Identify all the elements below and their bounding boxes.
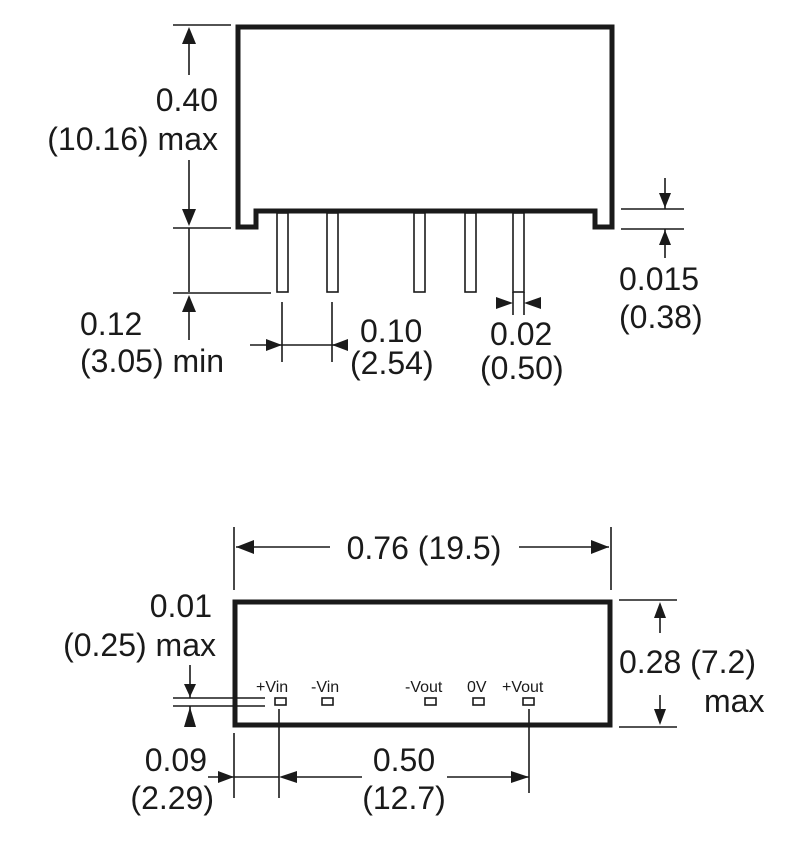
standoff-inch-label: 0.015 bbox=[619, 261, 699, 297]
pin-width-mm-label: (0.50) bbox=[480, 350, 564, 386]
pin-width-dimension: 0.02 (0.50) bbox=[480, 292, 564, 386]
pin-pitch-inch-label: 0.10 bbox=[360, 313, 422, 349]
width-label: 0.76 (19.5) bbox=[347, 530, 502, 566]
side-body-outline bbox=[235, 24, 615, 230]
standoff-dimension: 0.015 (0.38) bbox=[619, 178, 703, 335]
height-inch-label: 0.40 bbox=[156, 82, 218, 118]
depth-label-line2: max bbox=[704, 683, 764, 719]
depth-label-line1: 0.28 (7.2) bbox=[619, 644, 756, 680]
pin-offset-mm-label: (0.25) max bbox=[63, 627, 216, 663]
edge-to-pin-mm-label: (2.29) bbox=[130, 780, 214, 816]
side-pin-2 bbox=[326, 212, 339, 293]
pin-pitch-mm-label: (2.54) bbox=[350, 345, 434, 381]
standoff-mm-label: (0.38) bbox=[619, 299, 703, 335]
pin-span-inch-label: 0.50 bbox=[373, 742, 435, 778]
pin-length-inch-label: 0.12 bbox=[80, 306, 142, 342]
pin-pitch-dimension: 0.10 (2.54) bbox=[250, 302, 434, 381]
side-pin-4 bbox=[464, 212, 477, 293]
pin-label-minus-vout: -Vout bbox=[405, 679, 443, 696]
pin-offset-dimension: 0.01 (0.25) max bbox=[63, 588, 265, 727]
side-pin-1 bbox=[276, 212, 289, 293]
pin-span-dimension: 0.50 (12.7) bbox=[297, 709, 530, 816]
pin-label-plus-vout: +Vout bbox=[502, 679, 544, 696]
pin-pad-plus-vout bbox=[522, 697, 535, 706]
pin-offset-inch-label: 0.01 bbox=[150, 588, 212, 624]
pin-label-0v: 0V bbox=[467, 679, 487, 696]
height-mm-label: (10.16) max bbox=[47, 121, 218, 157]
bottom-body-outline bbox=[232, 599, 613, 728]
width-dimension: 0.76 (19.5) bbox=[233, 527, 612, 590]
pin-label-minus-vin: -Vin bbox=[311, 679, 339, 696]
pin-label-plus-vin: +Vin bbox=[256, 679, 288, 696]
pin-width-inch-label: 0.02 bbox=[490, 316, 552, 352]
bottom-view: 0.76 (19.5) +Vin -Vin -Vout 0V +Vout 0.0… bbox=[63, 527, 764, 816]
pin-pad-plus-vin bbox=[274, 697, 287, 706]
pin-length-dimension: 0.12 (3.05) min bbox=[80, 228, 271, 379]
side-pin-3 bbox=[413, 212, 426, 293]
pin-pad-0v bbox=[472, 697, 485, 706]
edge-to-pin-inch-label: 0.09 bbox=[145, 742, 207, 778]
pin-span-mm-label: (12.7) bbox=[362, 780, 446, 816]
pin-length-mm-label: (3.05) min bbox=[80, 343, 224, 379]
height-dimension: 0.40 (10.16) max bbox=[47, 24, 231, 229]
edge-to-pin-dimension: 0.09 (2.29) bbox=[130, 709, 297, 816]
side-view: 0.40 (10.16) max 0.12 (3.05) min 0.10 (2… bbox=[47, 24, 703, 386]
side-pin-5 bbox=[512, 212, 525, 293]
pin-pad-minus-vout bbox=[424, 697, 437, 706]
pin-pad-minus-vin bbox=[321, 697, 334, 706]
depth-dimension: 0.28 (7.2) max bbox=[619, 599, 764, 728]
